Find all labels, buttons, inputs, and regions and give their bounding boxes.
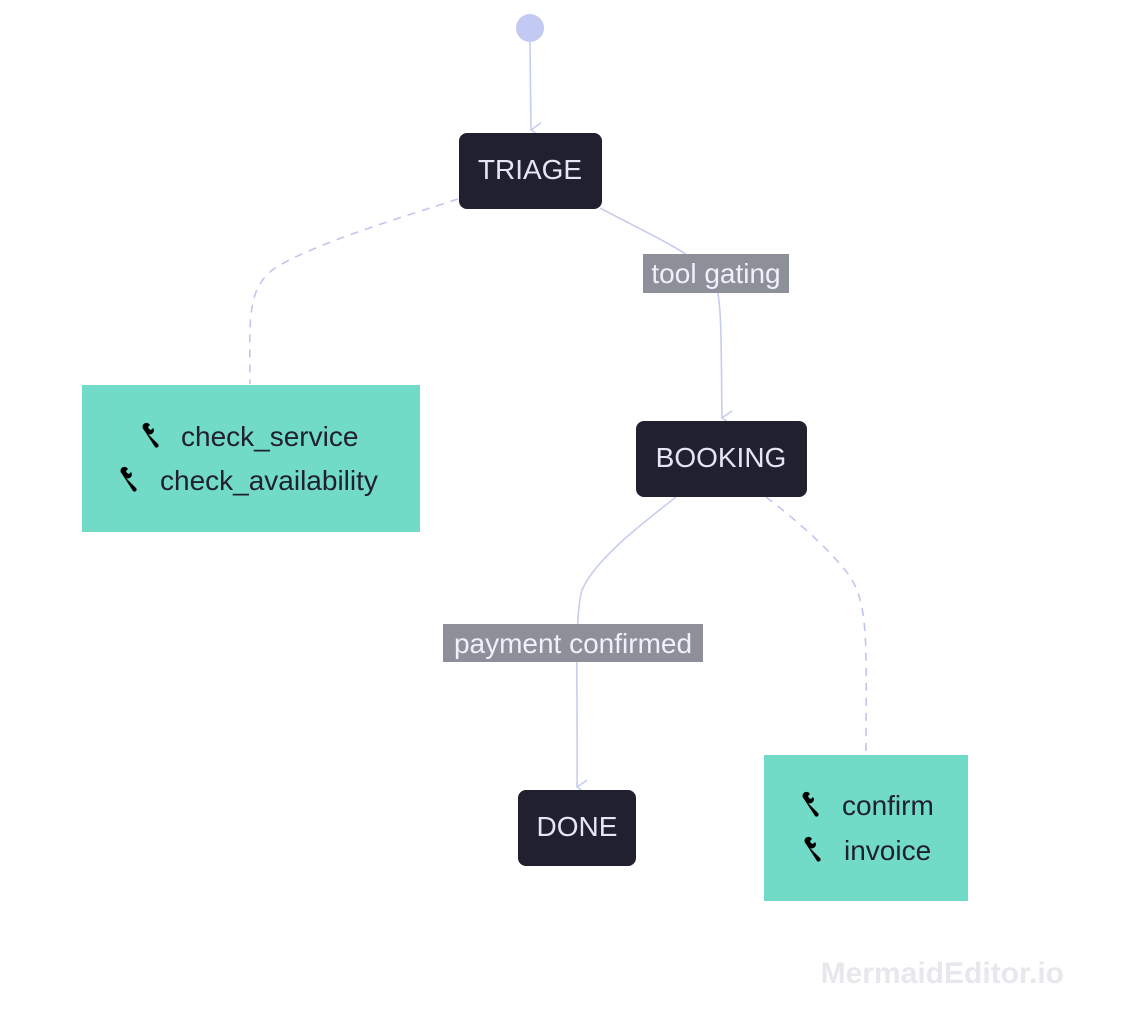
note-tool-check-availability: check_availability bbox=[160, 465, 378, 496]
note-tool-check-service: check_service bbox=[181, 421, 358, 452]
state-booking-label: BOOKING bbox=[656, 442, 787, 473]
start-node bbox=[516, 14, 544, 42]
note-tool-invoice: invoice bbox=[844, 835, 931, 866]
state-triage[interactable]: TRIAGE bbox=[459, 133, 602, 209]
booking-to-done-edge bbox=[577, 496, 677, 787]
triage-to-booking-edge bbox=[599, 207, 722, 418]
svg-text:tool gating: tool gating bbox=[651, 258, 780, 289]
note-booking-tools: confirm invoice bbox=[764, 755, 968, 901]
edge-label-payment-confirmed: payment confirmed bbox=[443, 624, 703, 662]
note-tool-confirm: confirm bbox=[842, 790, 934, 821]
booking-note-connector bbox=[765, 496, 868, 755]
state-done[interactable]: DONE bbox=[518, 790, 636, 866]
state-booking[interactable]: BOOKING bbox=[636, 421, 807, 497]
triage-note-connector bbox=[248, 198, 459, 385]
watermark: MermaidEditor.io bbox=[821, 957, 1064, 990]
svg-text:payment confirmed: payment confirmed bbox=[454, 628, 692, 659]
state-triage-label: TRIAGE bbox=[478, 154, 582, 185]
state-done-label: DONE bbox=[537, 811, 618, 842]
start-to-triage-edge bbox=[529, 41, 531, 130]
edge-label-tool-gating: tool gating bbox=[643, 254, 789, 293]
note-triage-tools: check_service check_availability bbox=[82, 385, 420, 532]
